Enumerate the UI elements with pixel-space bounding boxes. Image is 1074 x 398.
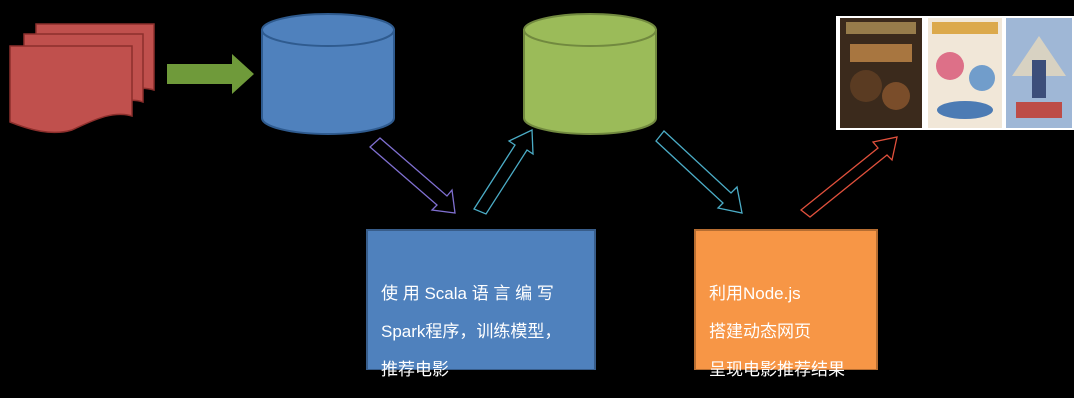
movie-posters-svg	[840, 18, 1072, 128]
poster-musical-header	[932, 22, 998, 34]
poster-mccabe-bg	[840, 18, 922, 128]
raw-data-database-icon	[261, 13, 395, 135]
node-web-line-2: 搭建动态网页	[709, 322, 811, 341]
raw-data-database-top	[261, 13, 395, 47]
poster-musical-banner	[937, 101, 993, 119]
spark-training-text: 使 用 Scala 语 言 编 写 Spark程序，训练模型， 推荐电影	[381, 265, 593, 398]
poster-musical-figure-2	[969, 65, 995, 91]
raw-data-database-body	[261, 29, 395, 135]
poster-mccabe-header	[846, 22, 916, 34]
poster-man-of-the-century-title	[1016, 102, 1062, 118]
document-stack-icon	[9, 23, 155, 134]
movie-posters-image	[836, 16, 1074, 130]
poster-man-of-the-century-image	[1006, 18, 1072, 128]
poster-mccabe-figure-2	[882, 82, 910, 110]
poster-musical-image	[928, 18, 1002, 128]
model-database-body	[523, 29, 657, 135]
poster-mccabe-image	[840, 18, 922, 128]
poster-man-of-the-century-figure	[1032, 60, 1046, 98]
model-database-top	[523, 13, 657, 47]
spark-training-box	[366, 229, 596, 371]
diagram-svg	[9, 13, 898, 371]
ingest-arrow	[167, 54, 254, 94]
document-front	[9, 45, 133, 134]
node-to-posters-arrow	[799, 136, 898, 218]
node-web-line-1: 利用Node.js	[709, 284, 801, 303]
spark-training-line-2: Spark程序，训练模型，	[381, 322, 562, 341]
spark-training-line-1: 使 用 Scala 语 言 编 写	[381, 284, 554, 303]
diagram-canvas: 使 用 Scala 语 言 编 写 Spark程序，训练模型， 推荐电影 利用N…	[9, 13, 1074, 379]
poster-mccabe-title-band	[850, 44, 912, 62]
poster-musical-figure-1	[936, 52, 964, 80]
spark-to-model-db-arrow	[473, 128, 534, 215]
model-database-icon	[523, 13, 657, 135]
poster-mccabe-figure-1	[850, 70, 882, 102]
model-db-to-node-arrow	[655, 130, 743, 214]
node-web-text: 利用Node.js 搭建动态网页 呈现电影推荐结果	[709, 265, 874, 398]
poster-man-of-the-century-building	[1012, 36, 1066, 76]
db-to-spark-arrow	[369, 137, 456, 214]
